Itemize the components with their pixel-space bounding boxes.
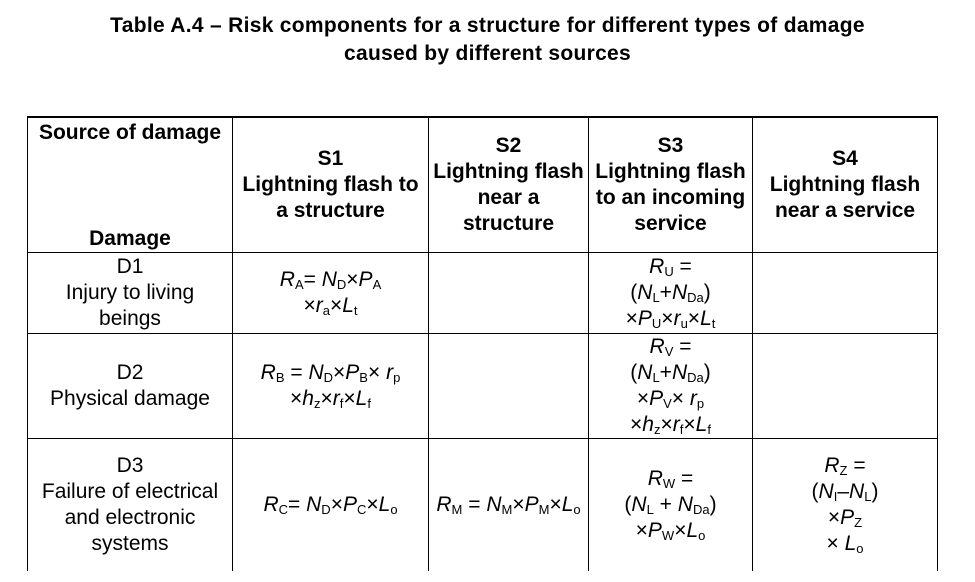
column-label: Lightning flash to an incoming service xyxy=(595,160,746,235)
damage-cell-d2: D2 Physical damage xyxy=(27,333,233,439)
damage-cell-d3: D3 Failure of electrical and electronic … xyxy=(27,438,233,571)
damage-code: D1 xyxy=(116,255,144,278)
risk-components-table: Source of damage Damage S1 Lightning fla… xyxy=(27,116,938,571)
formula-cell xyxy=(428,252,589,334)
damage-description: Physical damage xyxy=(50,387,210,410)
formula-cell xyxy=(752,333,938,439)
column-header-s4: S4 Lightning flash near a service xyxy=(752,116,938,253)
table-caption: Table A.4 – Risk components for a struct… xyxy=(0,12,975,68)
formula-cell: RZ =(NI–NL)×PZ× Lo xyxy=(752,438,938,571)
formula-cell: RA= ND×PA×ra×Lt xyxy=(232,252,429,334)
formula-cell xyxy=(428,333,589,439)
header-row: Source of damage Damage S1 Lightning fla… xyxy=(27,116,938,253)
column-header-s3: S3 Lightning flash to an incoming servic… xyxy=(588,116,753,253)
column-header-s1: S1 Lightning flash to a structure xyxy=(232,116,429,253)
column-label: Lightning flash near a structure xyxy=(433,160,584,235)
column-code: S1 xyxy=(317,147,344,170)
column-header-s2: S2 Lightning flash near a structure xyxy=(428,116,589,253)
damage-label: Damage xyxy=(89,227,171,250)
damage-cell-d1: D1 Injury to living beings xyxy=(27,252,233,334)
formula-cell: RM = NM×PM×Lo xyxy=(428,438,589,571)
caption-line-2: caused by different sources xyxy=(343,42,632,65)
formula-cell: RC= ND×PC×Lo xyxy=(232,438,429,571)
column-code: S2 xyxy=(495,134,522,157)
column-label: Lightning flash near a service xyxy=(769,173,921,222)
damage-description: Injury to living beings xyxy=(65,281,195,330)
formula-cell xyxy=(752,252,938,334)
formula-cell: RW =(NL + NDa)×PW×Lo xyxy=(588,438,753,571)
corner-header-cell: Source of damage Damage xyxy=(27,116,233,253)
source-of-damage-label: Source of damage xyxy=(38,121,222,144)
damage-description: Failure of electrical and electronic sys… xyxy=(41,480,219,555)
column-code: S4 xyxy=(832,147,858,170)
caption-line-1: Table A.4 – Risk components for a struct… xyxy=(110,14,865,37)
column-code: S3 xyxy=(657,134,684,157)
table-row-d3: D3 Failure of electrical and electronic … xyxy=(27,438,938,571)
table-row-d2: D2 Physical damage RB = ND×PB× rp×hz×rf×… xyxy=(27,333,938,439)
damage-code: D2 xyxy=(116,361,144,384)
formula-cell: RB = ND×PB× rp×hz×rf×Lf xyxy=(232,333,429,439)
damage-code: D3 xyxy=(116,454,144,477)
formula-cell: RU =(NL+NDa)×PU×ru×Lt xyxy=(588,252,753,334)
formula-cell: RV =(NL+NDa)×PV× rp×hz×rf×Lf xyxy=(588,333,753,439)
table-row-d1: D1 Injury to living beings RA= ND×PA×ra×… xyxy=(27,252,938,334)
column-label: Lightning flash to a structure xyxy=(242,173,419,222)
